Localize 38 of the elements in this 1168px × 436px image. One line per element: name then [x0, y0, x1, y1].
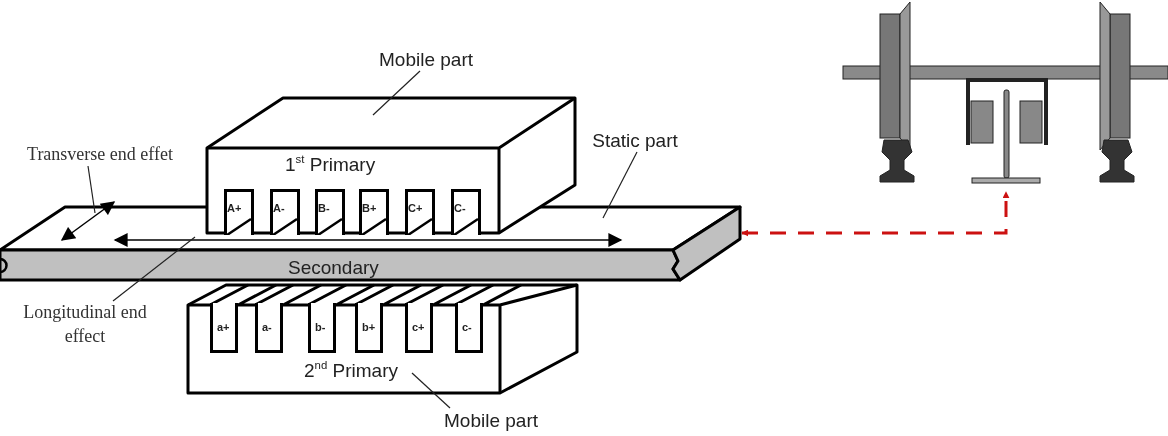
slot-label: C-	[454, 202, 466, 214]
slot	[405, 189, 435, 235]
slot-label: a+	[217, 321, 230, 333]
callout-text: Transverse end effet	[4, 142, 196, 166]
slot	[315, 189, 345, 235]
block-label: 2$^{nd}$ Primary	[304, 360, 398, 382]
slot	[451, 189, 481, 235]
slot-label: B+	[362, 202, 377, 214]
callout-text: Longitudinal end effect	[10, 300, 160, 352]
slot	[308, 303, 336, 353]
slot	[270, 189, 300, 235]
slot-label: b+	[362, 321, 376, 333]
slot-label: A+	[227, 202, 242, 214]
slot	[224, 189, 254, 235]
leader-line	[87, 165, 96, 214]
slot	[455, 303, 483, 353]
slot-label: A-	[273, 202, 285, 214]
slot	[210, 303, 238, 353]
slot-label: c-	[462, 321, 472, 333]
slot-label: a-	[262, 321, 272, 333]
slot	[255, 303, 283, 353]
leader-line	[372, 70, 421, 116]
slot-label: c+	[412, 321, 425, 333]
callout-text: Mobile part	[432, 408, 550, 432]
slot	[355, 303, 383, 353]
leader-line	[112, 236, 196, 302]
leader-line	[602, 151, 638, 219]
slot	[405, 303, 433, 353]
arrow	[741, 191, 1010, 237]
block-label: Secondary	[288, 257, 379, 279]
callout-text: Mobile part	[376, 47, 476, 71]
slot-label: b-	[315, 321, 326, 333]
slot	[359, 189, 389, 235]
leader-line	[411, 372, 451, 409]
slot-label: B-	[318, 202, 330, 214]
slot-label: C+	[408, 202, 423, 214]
callout-text: Static part	[582, 128, 688, 152]
block-label: 1$^{st}$ Primary	[285, 154, 376, 176]
